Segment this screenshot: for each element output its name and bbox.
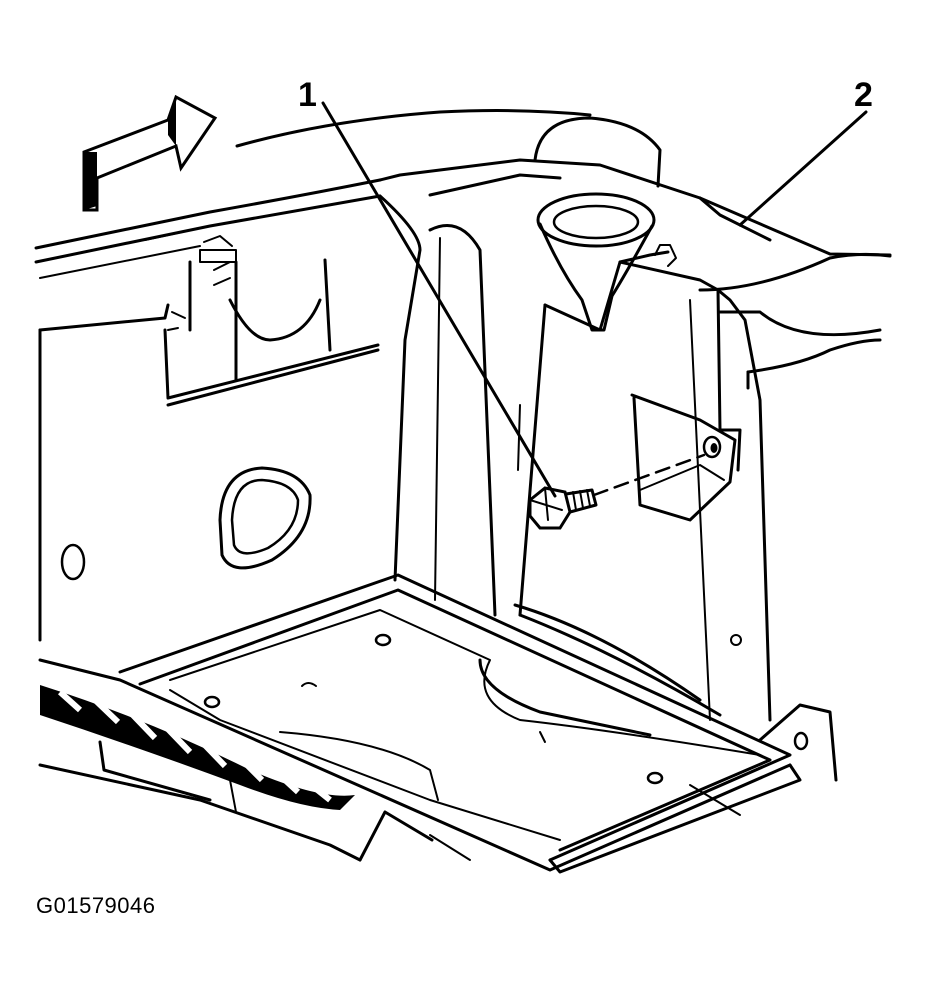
callout-1-leader <box>321 101 557 498</box>
front-arrow-icon <box>82 94 218 212</box>
washer-fluid-reservoir <box>378 116 892 782</box>
callout-1-label: 1 <box>298 76 317 114</box>
battery-tray <box>38 573 802 874</box>
callout-2-label: 2 <box>854 76 873 114</box>
front-harness <box>38 685 471 862</box>
bolt-icon <box>528 453 706 530</box>
upper-body-edge <box>34 109 592 279</box>
callout-2-leader <box>738 110 868 227</box>
figure-code: G01579046 <box>36 893 156 918</box>
